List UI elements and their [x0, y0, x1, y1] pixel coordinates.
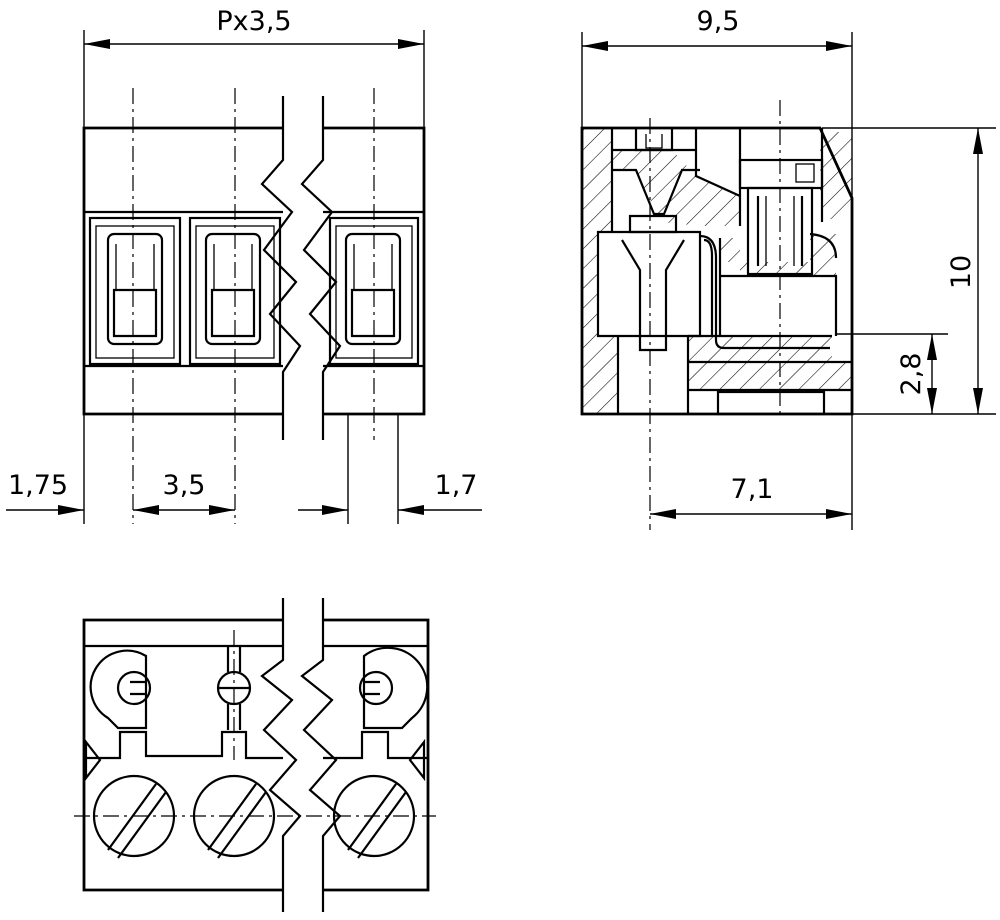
- front-view: [82, 88, 426, 524]
- break-line-right: [300, 96, 342, 440]
- dim-depth-label: 9,5: [697, 6, 740, 37]
- dim-height: 10: [822, 127, 996, 415]
- dim-edge-left-label: 1,75: [8, 470, 68, 501]
- dimensions: Px3,5 9,5 10 2,8: [6, 6, 996, 530]
- wire-opening-1: [88, 216, 182, 366]
- dim-edge-right-label: 1,7: [435, 470, 478, 501]
- pin-slot-3: [358, 646, 429, 730]
- dim-edge-right: 1,7: [298, 414, 482, 524]
- dim-height-label: 10: [946, 255, 977, 289]
- dim-depth: 9,5: [581, 6, 853, 198]
- top-view: [74, 598, 436, 912]
- screw-2: [192, 774, 276, 859]
- dim-pin-height: 2,8: [836, 333, 948, 414]
- dim-pin-height-label: 2,8: [896, 353, 927, 396]
- pin-slot-1: [89, 649, 152, 730]
- dim-pin-depth: 7,1: [650, 414, 853, 530]
- dim-pin-pitch-label: 3,5: [163, 470, 206, 501]
- dim-pin-depth-label: 7,1: [731, 474, 774, 505]
- dim-pin-pitch: 3,5: [133, 470, 235, 515]
- break-line-left: [260, 96, 302, 440]
- side-section-view: [580, 100, 854, 530]
- dim-pitch: Px3,5: [83, 6, 425, 128]
- dim-edge-left: 1,75: [6, 414, 85, 524]
- dim-pitch-label: Px3,5: [216, 6, 291, 37]
- screw-1: [92, 774, 176, 859]
- screw-3: [332, 774, 416, 859]
